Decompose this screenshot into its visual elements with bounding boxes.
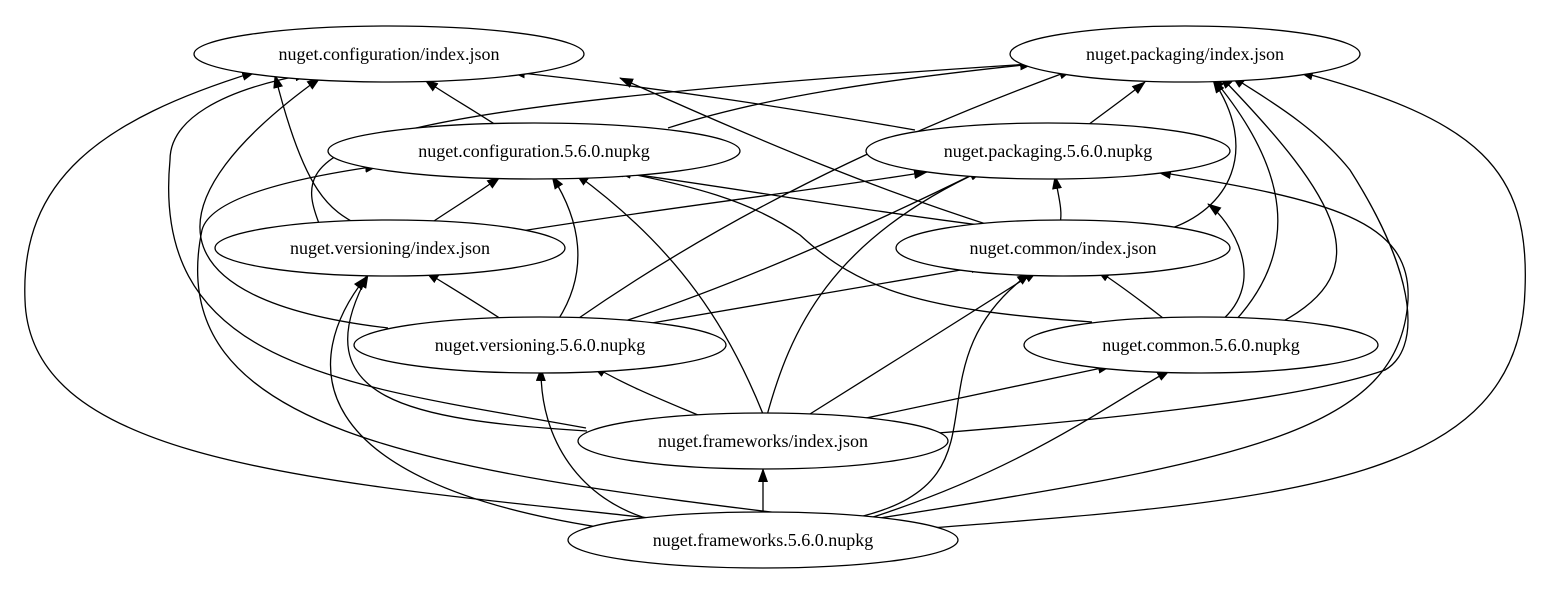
- edge-com_json-to-cfg_json: [619, 77, 993, 227]
- node-cfg_nupkg: nuget.configuration.5.6.0.nupkg: [327, 122, 741, 180]
- node-label: nuget.packaging/index.json: [1086, 44, 1284, 64]
- edge-ver_json-to-pkg_nupkg: [514, 169, 928, 233]
- node-ellipse: [193, 25, 585, 83]
- edge-fw_json-to-ver_nupkg: [592, 365, 713, 422]
- node-label: nuget.frameworks/index.json: [658, 431, 868, 451]
- edge-com_json-to-cfg_nupkg: [617, 168, 996, 228]
- edge-fw_nupkg-to-pkg_json: [929, 70, 1526, 529]
- edge-fw_nupkg-to-com_nupkg: [869, 369, 1171, 519]
- node-label: nuget.common/index.json: [970, 238, 1157, 258]
- edge-com_nupkg-to-pkg_json: [1211, 76, 1279, 322]
- edge-fw_nupkg-to-cfg_json: [24, 71, 651, 519]
- edge-com_json-to-pkg_json: [1165, 79, 1237, 231]
- edge-fw_nupkg-to-cfg_nupkg: [196, 162, 821, 519]
- edge-fw_json-to-com_nupkg: [851, 363, 1112, 422]
- edge-com_nupkg-to-pkg_json: [1219, 75, 1338, 324]
- edge-com_nupkg-to-cfg_nupkg: [610, 167, 1093, 323]
- edge-fw_nupkg-to-ver_nupkg: [535, 367, 653, 521]
- node-ver_json: nuget.versioning/index.json: [214, 219, 566, 277]
- node-ellipse: [1023, 316, 1379, 374]
- edge-fw_nupkg-to-ver_json: [329, 276, 599, 528]
- node-pkg_nupkg: nuget.packaging.5.6.0.nupkg: [865, 122, 1231, 180]
- edge-fw_json-to-ver_json: [347, 274, 588, 432]
- node-ellipse: [327, 122, 741, 180]
- edge-com_json-to-pkg_nupkg: [1052, 175, 1062, 225]
- edge-pkg_nupkg-to-pkg_json: [1083, 81, 1146, 129]
- node-fw_json: nuget.frameworks/index.json: [577, 412, 949, 470]
- edge-ver_json-to-cfg_nupkg: [427, 176, 501, 226]
- edges-layer: [24, 57, 1526, 529]
- node-ellipse: [1009, 25, 1361, 83]
- nodes-layer: nuget.configuration/index.json nuget.pack…: [193, 25, 1379, 569]
- node-cfg_json: nuget.configuration/index.json: [193, 25, 585, 83]
- node-fw_nupkg: nuget.frameworks.5.6.0.nupkg: [567, 511, 959, 569]
- edge-fw_json-to-cfg_nupkg: [575, 173, 766, 420]
- edge-fw_json-to-cfg_json: [168, 71, 587, 429]
- edge-ver_nupkg-to-cfg_nupkg: [551, 175, 579, 321]
- edge-ver_nupkg-to-com_json: [645, 263, 985, 325]
- node-ellipse: [895, 219, 1231, 277]
- edge-cfg_nupkg-to-cfg_json: [424, 79, 500, 128]
- node-label: nuget.versioning.5.6.0.nupkg: [435, 335, 645, 355]
- edge-pkg_nupkg-to-cfg_json: [511, 68, 916, 131]
- node-label: nuget.frameworks.5.6.0.nupkg: [653, 530, 873, 550]
- node-label: nuget.configuration/index.json: [279, 44, 500, 64]
- node-com_json: nuget.common/index.json: [895, 219, 1231, 277]
- node-label: nuget.packaging.5.6.0.nupkg: [944, 141, 1152, 161]
- edge-ver_nupkg-to-ver_json: [425, 271, 505, 322]
- edge-ver_nupkg-to-pkg_json: [575, 69, 1073, 321]
- edge-fw_nupkg-to-pkg_nupkg: [879, 169, 1409, 519]
- edge-fw_json-to-com_json: [801, 270, 1038, 420]
- node-ver_nupkg: nuget.versioning.5.6.0.nupkg: [353, 316, 727, 374]
- node-label: nuget.versioning/index.json: [290, 238, 490, 258]
- node-ellipse: [865, 122, 1231, 180]
- node-ellipse: [567, 511, 959, 569]
- node-label: nuget.common.5.6.0.nupkg: [1102, 335, 1299, 355]
- edge-ver_nupkg-to-pkg_nupkg: [615, 169, 983, 325]
- edge-com_nupkg-to-com_json: [1096, 269, 1169, 323]
- edge-fw_json-to-pkg_json: [937, 75, 1409, 434]
- node-com_nupkg: nuget.common.5.6.0.nupkg: [1023, 316, 1379, 374]
- node-label: nuget.configuration.5.6.0.nupkg: [418, 141, 649, 161]
- edge-com_nupkg-to-pkg_nupkg: [1207, 203, 1245, 323]
- node-ellipse: [577, 412, 949, 470]
- node-ellipse: [353, 316, 727, 374]
- edge-fw_nupkg-to-com_json: [854, 272, 1031, 519]
- edge-fw_json-to-pkg_nupkg: [765, 169, 984, 420]
- node-ellipse: [214, 219, 566, 277]
- node-pkg_json: nuget.packaging/index.json: [1009, 25, 1361, 83]
